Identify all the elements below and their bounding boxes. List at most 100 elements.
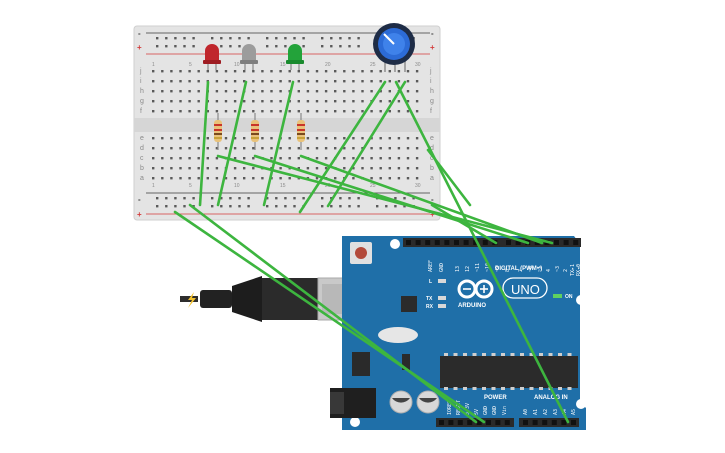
red-led[interactable] (203, 44, 221, 70)
chip-pin (558, 353, 562, 356)
wire[interactable] (326, 80, 407, 208)
breadboard-hole (334, 90, 337, 93)
breadboard-hole (238, 45, 241, 48)
breadboard-hole (321, 37, 324, 40)
breadboard-hole (279, 90, 282, 93)
breadboard-hole (197, 157, 200, 160)
breadboard-hole (220, 197, 223, 200)
rail-minus-bottom-left: - (138, 195, 141, 204)
wire[interactable] (198, 80, 210, 207)
potentiometer[interactable] (373, 23, 415, 72)
resistor-1[interactable] (214, 113, 222, 150)
breadboard-hole (379, 80, 382, 83)
breadboard-hole (379, 100, 382, 103)
chip-pin (567, 387, 572, 390)
green-led[interactable] (286, 44, 304, 70)
resistor-2[interactable] (251, 113, 259, 150)
resistor-3[interactable] (297, 113, 305, 150)
breadboard-hole (233, 147, 237, 150)
breadboard-hole (388, 177, 391, 180)
breadboard-hole (165, 37, 168, 40)
rail-minus-top-left: - (138, 29, 141, 38)
breadboard-hole (379, 167, 382, 170)
wire[interactable] (298, 80, 387, 214)
breadboard-hole (224, 90, 228, 93)
breadboard-hole (388, 90, 391, 93)
breadboard-hole (293, 37, 296, 40)
breadboard-hole (352, 167, 355, 170)
breadboard-hole (324, 70, 328, 73)
breadboard-hole (206, 157, 209, 160)
breadboard-hole (161, 147, 164, 150)
reset-button[interactable] (350, 242, 372, 264)
breadboard-hole (233, 90, 237, 93)
chip-pin (510, 387, 515, 390)
wire[interactable] (173, 210, 486, 424)
breadboard-hole (415, 110, 419, 113)
header-hole (476, 420, 482, 425)
breadboard-hole (388, 147, 391, 150)
column-number: 15 (280, 183, 286, 189)
breadboard-hole (161, 70, 164, 73)
breadboard-hole (243, 80, 246, 83)
breadboard-hole (370, 110, 373, 113)
power-header-label: POWER (484, 395, 507, 401)
breadboard-hole (229, 197, 232, 200)
breadboard-hole (183, 205, 186, 208)
rail-plus-bottom-right: + (430, 210, 435, 219)
chip-pin (548, 353, 553, 356)
breadboard-hole (247, 37, 250, 40)
breadboard-hole (361, 100, 364, 103)
breadboard-hole (361, 167, 364, 170)
header-hole (444, 240, 450, 245)
breadboard-hole (188, 100, 191, 103)
breadboard-hole (343, 167, 346, 170)
breadboard-hole (179, 80, 182, 83)
breadboard-hole (334, 137, 337, 140)
breadboard-hole (315, 70, 319, 73)
breadboard-hole (324, 157, 328, 160)
breadboard-hole (321, 197, 324, 200)
wire[interactable] (394, 80, 570, 424)
rail-plus-top-left: + (137, 43, 142, 52)
header-hole (495, 420, 501, 425)
wire[interactable] (262, 80, 295, 207)
power-pin-label: Vin (502, 406, 508, 415)
wire[interactable] (426, 148, 472, 207)
breadboard-hole (288, 137, 291, 140)
white-led[interactable] (240, 44, 258, 70)
breadboard-hole (188, 70, 191, 73)
breadboard-hole (275, 197, 278, 200)
breadboard-hole (206, 137, 209, 140)
breadboard-hole (415, 70, 419, 73)
analog-pin-label: A5 (571, 409, 577, 415)
breadboard-hole (352, 147, 355, 150)
rail-minus-top-right: - (431, 29, 434, 38)
breadboard-hole (156, 45, 159, 48)
breadboard-hole (170, 147, 173, 150)
breadboard-hole (415, 90, 419, 93)
breadboard-hole (252, 70, 255, 73)
header-hole (415, 240, 421, 245)
breadboard-hole (279, 167, 282, 170)
chip-pin (501, 387, 505, 390)
row-letter: e (430, 135, 434, 142)
wire[interactable] (253, 154, 530, 245)
breadboard-hole (306, 137, 310, 140)
wire[interactable] (430, 203, 498, 245)
breadboard-hole (297, 167, 300, 170)
breadboard-hole (315, 110, 319, 113)
row-letter: g (430, 98, 434, 105)
header-hole (573, 240, 579, 245)
chip-pin (539, 353, 543, 356)
wire[interactable] (216, 80, 248, 207)
row-letter: j (139, 68, 142, 75)
wire[interactable] (299, 154, 544, 245)
breadboard-hole (170, 100, 173, 103)
chip-pin (520, 387, 524, 390)
breadboard-hole (188, 137, 191, 140)
column-number: 20 (325, 183, 331, 189)
breadboard-hole (243, 167, 246, 170)
wire[interactable] (188, 203, 478, 424)
wire[interactable] (216, 154, 554, 245)
